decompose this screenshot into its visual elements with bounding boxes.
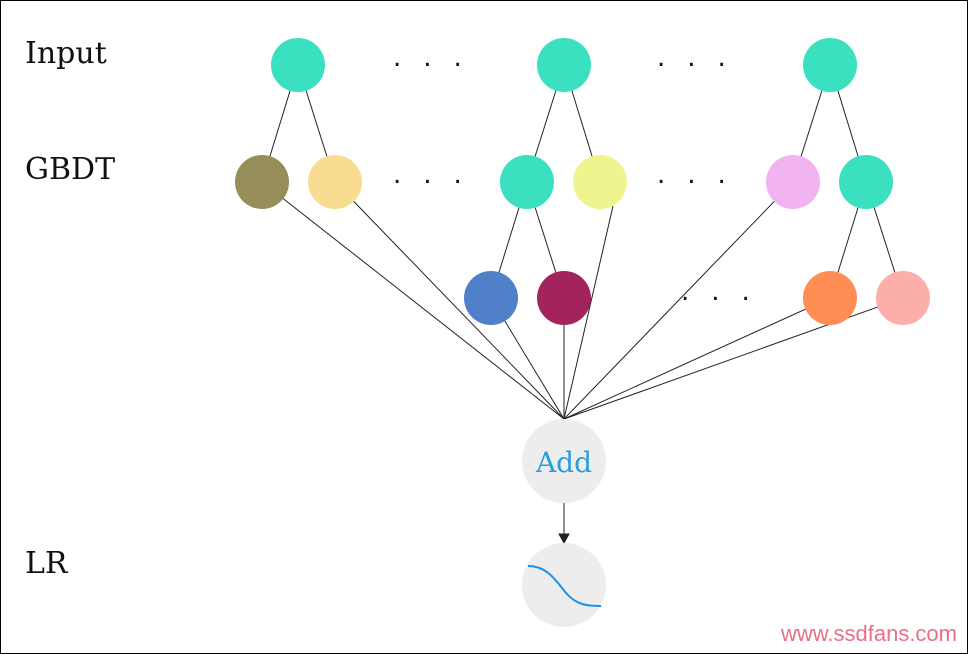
edge xyxy=(563,297,904,420)
leaf-node xyxy=(876,271,930,325)
leaf-node xyxy=(464,271,518,325)
arrowhead xyxy=(558,533,570,545)
leaf-node xyxy=(573,155,627,209)
sigmoid-curve-icon xyxy=(527,565,602,607)
edge xyxy=(261,181,565,420)
leaf-node xyxy=(308,155,362,209)
input-node xyxy=(537,38,591,92)
split-node xyxy=(839,155,893,209)
add-node-label: Add xyxy=(535,446,592,479)
leaf-node xyxy=(803,271,857,325)
row-label-input: Input xyxy=(25,36,107,71)
split-node xyxy=(500,155,554,209)
input-node xyxy=(803,38,857,92)
ellipsis: ... xyxy=(393,43,484,73)
edge xyxy=(563,205,614,420)
leaf-to-add-edges xyxy=(261,181,904,545)
watermark-url: www.ssdfans.com xyxy=(780,621,957,646)
leaf-node xyxy=(766,155,820,209)
edge xyxy=(334,181,565,420)
edge xyxy=(563,181,794,420)
leaf-node xyxy=(537,271,591,325)
row-label-lr: LR xyxy=(25,546,68,581)
edge xyxy=(563,297,831,420)
ellipsis: ... xyxy=(657,43,748,73)
ellipsis: ... xyxy=(657,160,748,190)
add-node xyxy=(522,419,606,503)
input-node xyxy=(271,38,325,92)
ellipsis: ... xyxy=(681,277,772,307)
ellipsis: ... xyxy=(393,160,484,190)
lr-node xyxy=(522,543,606,627)
leaf-node xyxy=(235,155,289,209)
row-label-gbdt: GBDT xyxy=(25,152,116,187)
